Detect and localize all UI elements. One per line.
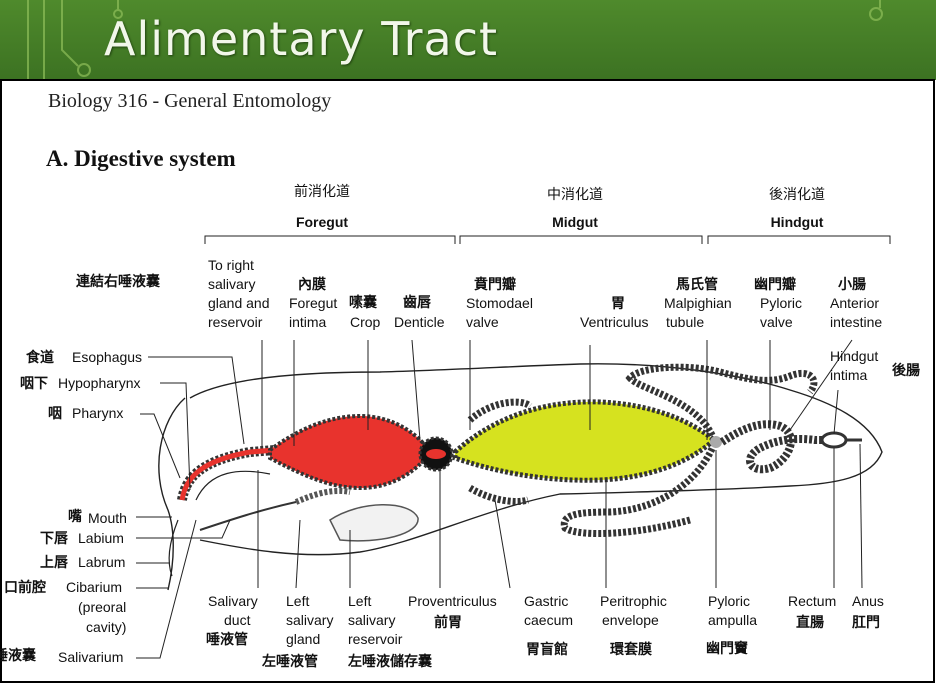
to-right-line1: To right xyxy=(208,257,254,273)
salivarium-zh: 唾液囊 xyxy=(0,647,37,664)
salivary-duct-zh: 唾液管 xyxy=(206,631,248,648)
foregut-bracket xyxy=(205,236,455,244)
rectum-zh: 直腸 xyxy=(796,614,824,631)
left-reservoir-line3: reservoir xyxy=(348,631,403,647)
preoral-line2: cavity) xyxy=(86,619,126,635)
cibarium-label: Cibarium xyxy=(66,579,122,595)
foregut-intima-line1: Foregut xyxy=(289,295,337,311)
to-right-line4: reservoir xyxy=(208,314,263,330)
mouth-label: Mouth xyxy=(88,510,127,526)
left-gland-line1: Left xyxy=(286,593,309,609)
stomodael-valve-line2: valve xyxy=(466,314,499,330)
gastric-caecum-lower xyxy=(470,488,528,502)
connect-right-salivary-zh: 連結右唾液囊 xyxy=(76,273,161,290)
stomodael-valve-line1: Stomodael xyxy=(466,295,533,311)
gastric-caecum-zh: 胃盲館 xyxy=(526,641,568,658)
peritrophic-line2: envelope xyxy=(602,612,659,628)
left-gland-line3: gland xyxy=(286,631,320,647)
salivarium-label: Salivarium xyxy=(58,649,123,665)
ventriculus xyxy=(455,402,714,480)
pyloric-ampulla-line2: ampulla xyxy=(708,612,757,628)
midgut-bracket xyxy=(460,236,702,244)
rectum-label: Rectum xyxy=(788,593,836,609)
pyloric-valve-zh: 幽門瓣 xyxy=(754,276,796,293)
salivary-duct xyxy=(200,502,296,530)
pharynx-label: Pharynx xyxy=(72,405,123,421)
labium-label: Labium xyxy=(78,530,124,546)
pyloric-ampulla xyxy=(710,436,722,448)
anterior-intestine xyxy=(722,424,830,469)
hindgut-intima-line2: intima xyxy=(830,367,868,383)
mouth-zh: 嘴 xyxy=(68,508,82,525)
left-reservoir-line2: salivary xyxy=(348,612,395,628)
ventriculus-label: Ventriculus xyxy=(580,314,648,330)
hindgut-side-zh: 後腸 xyxy=(892,362,920,379)
hindgut-label: Hindgut xyxy=(771,214,824,230)
anus-zh: 肛門 xyxy=(852,615,880,631)
foregut-zh: 前消化道 xyxy=(294,183,350,200)
pyloric-ampulla-line1: Pyloric xyxy=(708,593,750,609)
left-gland-line2: salivary xyxy=(286,612,333,628)
foregut-intima-line2: intima xyxy=(289,314,327,330)
slide-frame xyxy=(1,80,934,682)
crop-zh: 嗉囊 xyxy=(349,294,378,311)
denticle-zh: 齒唇 xyxy=(403,294,432,311)
salivary-duct-line2: duct xyxy=(224,612,251,628)
denticle-label: Denticle xyxy=(394,314,445,330)
pyloric-valve-line2: valve xyxy=(760,314,793,330)
cibarium-zh: 口前腔 xyxy=(4,579,46,596)
labrum-label: Labrum xyxy=(78,554,125,570)
left-salivary-gland xyxy=(296,491,350,502)
gastric-caecum-line1: Gastric xyxy=(524,593,568,609)
anus-label: Anus xyxy=(852,593,884,609)
midgut-zh: 中消化道 xyxy=(547,187,603,203)
malpighian-tubule-zh: 馬氏管 xyxy=(676,276,718,293)
gastric-caecum-line2: caecum xyxy=(524,612,573,628)
anterior-intestine-line1: Anterior xyxy=(830,295,879,311)
anterior-intestine-zh: 小腸 xyxy=(838,276,866,293)
to-right-line3: gland and xyxy=(208,295,270,311)
left-reservoir-line1: Left xyxy=(348,593,371,609)
hypopharynx-zh: 咽下 xyxy=(20,376,48,392)
to-right-line2: salivary xyxy=(208,276,255,292)
ventriculus-zh: 胃 xyxy=(611,296,625,312)
labium-zh: 下唇 xyxy=(40,531,69,547)
pyloric-ampulla-zh: 幽門竇 xyxy=(706,640,748,657)
labrum-zh: 上唇 xyxy=(40,555,69,571)
left-salivary-reservoir xyxy=(330,505,418,541)
labium-outline xyxy=(196,471,270,500)
anterior-intestine-line2: intestine xyxy=(830,314,882,330)
esophagus-label: Esophagus xyxy=(72,349,142,365)
proventriculus-lumen xyxy=(426,449,446,459)
stomodael-valve-zh: 賁門瓣 xyxy=(474,276,516,293)
malpighian-tubule-line1: Malpighian xyxy=(664,295,732,311)
hindgut-bracket xyxy=(708,236,890,244)
crop-label: Crop xyxy=(350,314,381,330)
malpighian-tubule-line2: tubule xyxy=(666,314,704,330)
hindgut-intima-line1: Hindgut xyxy=(830,348,878,364)
salivary-duct-line1: Salivary xyxy=(208,593,258,609)
proventriculus-label: Proventriculus xyxy=(408,593,497,609)
rectum xyxy=(822,433,846,447)
esophagus-lumen xyxy=(182,450,275,500)
hindgut-zh: 後消化道 xyxy=(769,187,825,203)
preoral-line1: (preoral xyxy=(78,599,126,615)
peritrophic-line1: Peritrophic xyxy=(600,593,667,609)
foregut-intima-zh: 內膜 xyxy=(298,276,326,293)
pyloric-valve-line1: Pyloric xyxy=(760,295,802,311)
hypopharynx-label: Hypopharynx xyxy=(58,375,141,391)
left-reservoir-zh: 左唾液儲存囊 xyxy=(347,653,433,670)
esophagus-zh: 食道 xyxy=(26,349,54,366)
left-gland-zh: 左唾液管 xyxy=(261,653,318,670)
foregut-label: Foregut xyxy=(296,214,348,230)
pharynx-zh: 咽 xyxy=(48,406,62,422)
peritrophic-zh: 環套膜 xyxy=(610,641,652,658)
proventriculus-zh: 前胃 xyxy=(434,614,462,631)
midgut-label: Midgut xyxy=(552,214,598,230)
